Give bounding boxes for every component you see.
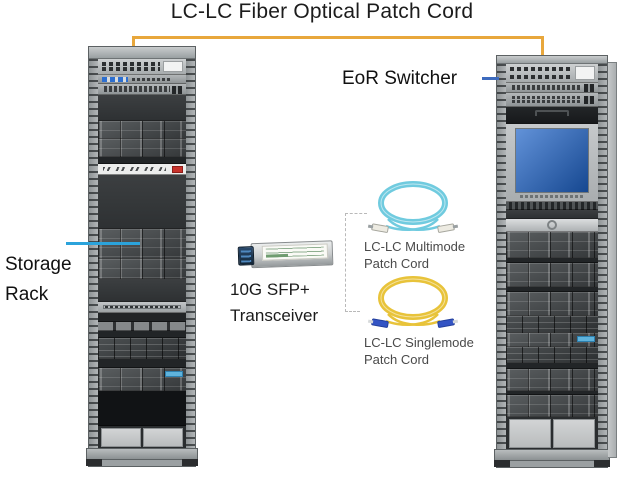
rack-unit-blank bbox=[506, 210, 598, 219]
rack-unit-blank bbox=[98, 391, 186, 426]
rack-rail-right bbox=[186, 59, 195, 450]
rack-unit-server bbox=[98, 121, 186, 139]
rack-rail-right bbox=[598, 64, 607, 451]
diagram-title: LC-LC Fiber Optical Patch Cord bbox=[170, 0, 474, 23]
rack-unit-patch-strip bbox=[98, 302, 186, 313]
rack-unit-storage-array bbox=[506, 369, 598, 391]
monitor-screen bbox=[515, 128, 589, 193]
rack-unit-patch-panel bbox=[506, 64, 598, 83]
rack-interior bbox=[98, 59, 186, 450]
storage-rack-pointer-line bbox=[66, 242, 140, 245]
rack-unit-switch bbox=[506, 83, 598, 93]
rack-interior bbox=[506, 64, 598, 451]
lc-connector-left bbox=[367, 318, 389, 328]
multimode-patch-cord-figure bbox=[367, 181, 459, 233]
blue-badge bbox=[577, 336, 595, 342]
sfp-lc-receptacle bbox=[237, 246, 255, 266]
eor-switcher-label: EoR Switcher bbox=[342, 68, 458, 89]
rack-unit-storage-array bbox=[506, 292, 598, 316]
rack-unit-storage-array bbox=[98, 259, 186, 279]
rack-foot bbox=[594, 460, 610, 467]
patch-cord-link-line-horizontal bbox=[132, 36, 544, 39]
eor-switcher-pointer-line bbox=[482, 77, 499, 80]
red-badge bbox=[172, 166, 183, 173]
sfp-label-sticker bbox=[261, 243, 329, 261]
cord-options-bracket-top bbox=[345, 213, 367, 214]
rack-rail-left bbox=[89, 59, 98, 450]
rack-unit-storage-array bbox=[506, 232, 598, 258]
rack-unit-storage-array bbox=[98, 338, 186, 359]
singlemode-cord-label: LC-LC Singlemode Patch Cord bbox=[364, 335, 474, 367]
multimode-cord-label: LC-LC Multimode Patch Cord bbox=[364, 239, 466, 271]
cord-options-bracket-stem bbox=[345, 213, 346, 312]
rack-unit-blank bbox=[98, 279, 186, 302]
rack-base bbox=[494, 449, 610, 461]
lc-connector-right bbox=[437, 318, 459, 328]
rack-unit-gap bbox=[506, 363, 598, 369]
sfp-transceiver-figure bbox=[237, 236, 334, 273]
rack-top-frame bbox=[497, 56, 607, 64]
rack-foot bbox=[86, 459, 102, 466]
rack-unit-kvm-bezel bbox=[506, 107, 598, 124]
eor-rack-figure bbox=[494, 55, 610, 468]
rack-unit-gap bbox=[506, 391, 598, 395]
rack-unit-gap bbox=[98, 331, 186, 338]
rack-foot bbox=[182, 459, 198, 466]
rack-unit-vent-panel bbox=[98, 164, 186, 175]
rack-unit-server bbox=[98, 139, 186, 157]
rack-foot bbox=[494, 460, 510, 467]
rack-rail-left bbox=[497, 64, 506, 451]
rack-unit-storage-array bbox=[506, 395, 598, 417]
rack-unit-server-front bbox=[506, 219, 598, 232]
rack-unit-segmented-panel bbox=[98, 322, 186, 331]
rack-top-frame bbox=[89, 47, 195, 59]
vendor-emblem bbox=[547, 220, 557, 230]
storage-rack-label: Storage Rack bbox=[5, 254, 72, 305]
cord-options-bracket-bottom bbox=[345, 311, 360, 312]
rack-unit-gap bbox=[506, 287, 598, 292]
rack-unit-server bbox=[98, 368, 186, 391]
rack-unit-blank bbox=[98, 175, 186, 229]
singlemode-patch-cord-figure bbox=[367, 276, 459, 328]
rack-unit-gap bbox=[506, 258, 598, 263]
rack-unit-storage-array bbox=[506, 263, 598, 287]
rack-unit-blank bbox=[98, 95, 186, 121]
rack-base bbox=[86, 448, 198, 460]
rack-unit-monitor bbox=[506, 124, 598, 202]
rack-unit-switch bbox=[98, 75, 186, 84]
blue-badge bbox=[165, 371, 183, 377]
rack-unit-blanking-panels bbox=[506, 417, 598, 451]
rack-unit-gap bbox=[98, 313, 186, 322]
rack-unit-gap bbox=[98, 359, 186, 368]
lc-connector-left bbox=[367, 223, 389, 233]
rack-unit-switch bbox=[98, 84, 186, 95]
rack-unit-switch bbox=[506, 93, 598, 107]
rack-unit-patch-panel bbox=[98, 59, 186, 75]
rack-unit-gap bbox=[98, 157, 186, 164]
rack-unit-blanking-panels bbox=[98, 426, 186, 450]
rack-unit-ribbed-strip bbox=[506, 202, 598, 210]
transceiver-label: 10G SFP+ Transceiver bbox=[230, 280, 319, 325]
storage-rack-figure bbox=[86, 46, 198, 467]
rack-unit-storage-array bbox=[506, 347, 598, 363]
rack-side-panel bbox=[608, 62, 617, 458]
lc-connector-right bbox=[437, 223, 459, 233]
rack-unit-server bbox=[506, 333, 598, 347]
sfp-body bbox=[250, 240, 334, 269]
rack-unit-storage-array bbox=[506, 316, 598, 333]
